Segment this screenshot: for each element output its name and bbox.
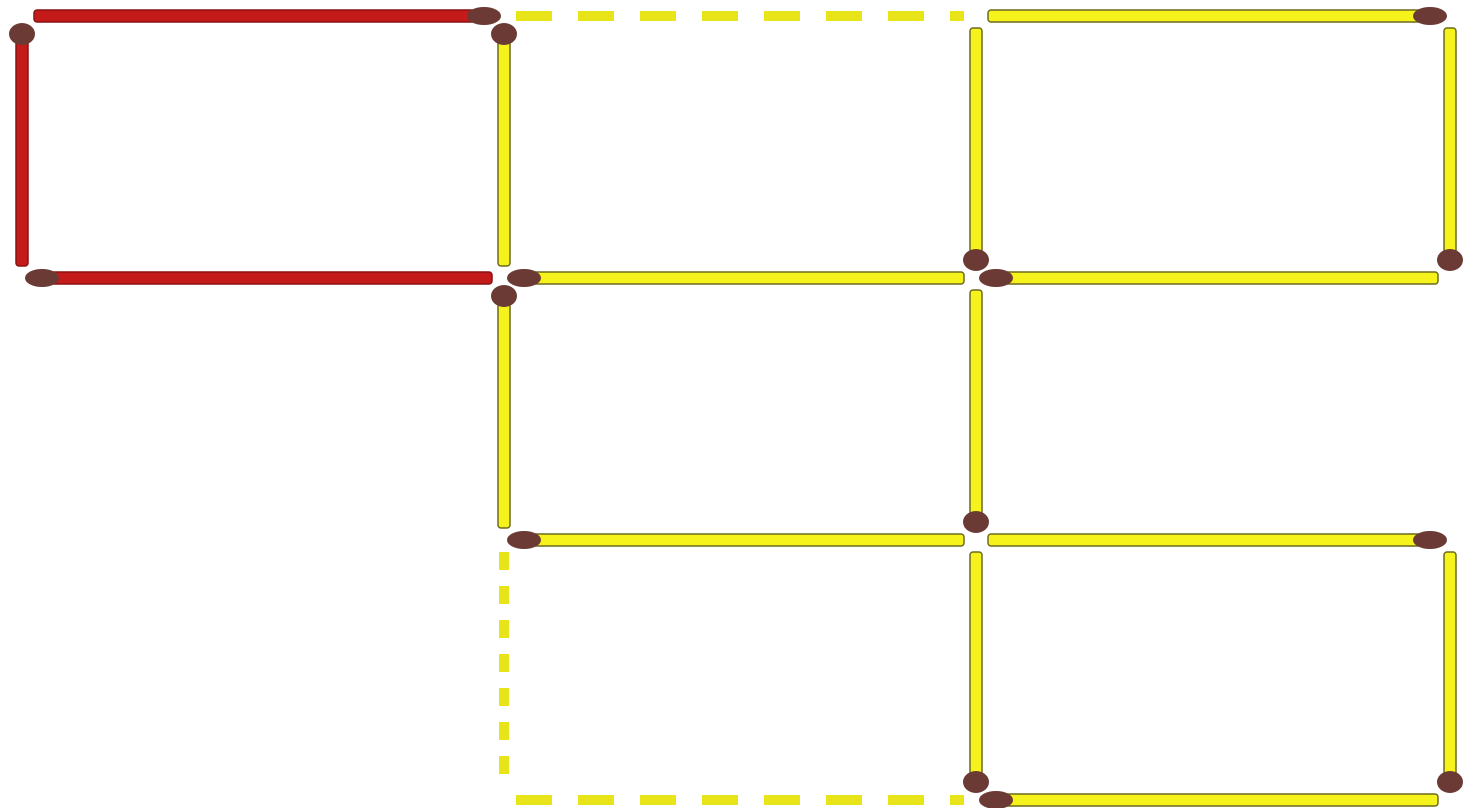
- matchstick-head: [963, 511, 989, 533]
- matchstick-body: [1444, 28, 1456, 266]
- matchstick-body: [988, 534, 1438, 546]
- matchstick-mid1-c0: [25, 269, 492, 287]
- matchstick-top-c0: [34, 7, 501, 25]
- matchstick-body: [1444, 552, 1456, 788]
- matchstick-head: [507, 269, 541, 287]
- matchstick-body: [516, 272, 964, 284]
- matchstick-head: [25, 269, 59, 287]
- matchstick-head: [1437, 249, 1463, 271]
- matchstick-body: [988, 10, 1438, 22]
- matchstick-head: [491, 285, 517, 307]
- matchstick-head: [491, 23, 517, 45]
- matchstick-body: [498, 28, 510, 266]
- matchstick-head: [1413, 531, 1447, 549]
- matchstick-mid1-c2: [979, 269, 1438, 287]
- matchstick-bot-c2: [979, 791, 1438, 808]
- matchstick-head: [467, 7, 501, 25]
- matchstick-body: [34, 10, 492, 22]
- matchstick-body: [988, 272, 1438, 284]
- matchstick-mid2-c1: [507, 531, 964, 549]
- matchstick-body: [34, 272, 492, 284]
- matchstick-body: [516, 534, 964, 546]
- matchstick-head: [507, 531, 541, 549]
- matchstick-head: [9, 23, 35, 45]
- matchstick-body: [970, 290, 982, 528]
- matchstick-head: [963, 249, 989, 271]
- matchstick-mid2-c2: [988, 531, 1447, 549]
- matchstick-body: [970, 28, 982, 266]
- matchstick-body: [498, 290, 510, 528]
- matchstick-head: [963, 771, 989, 793]
- matchstick-head: [1413, 7, 1447, 25]
- matchstick-body: [988, 794, 1438, 806]
- matchstick-body: [970, 552, 982, 788]
- matchstick-head: [979, 269, 1013, 287]
- matchstick-mid1-c1: [507, 269, 964, 287]
- matchstick-head: [1437, 771, 1463, 793]
- matchstick-body: [16, 28, 28, 266]
- matchstick-top-c2: [988, 7, 1447, 25]
